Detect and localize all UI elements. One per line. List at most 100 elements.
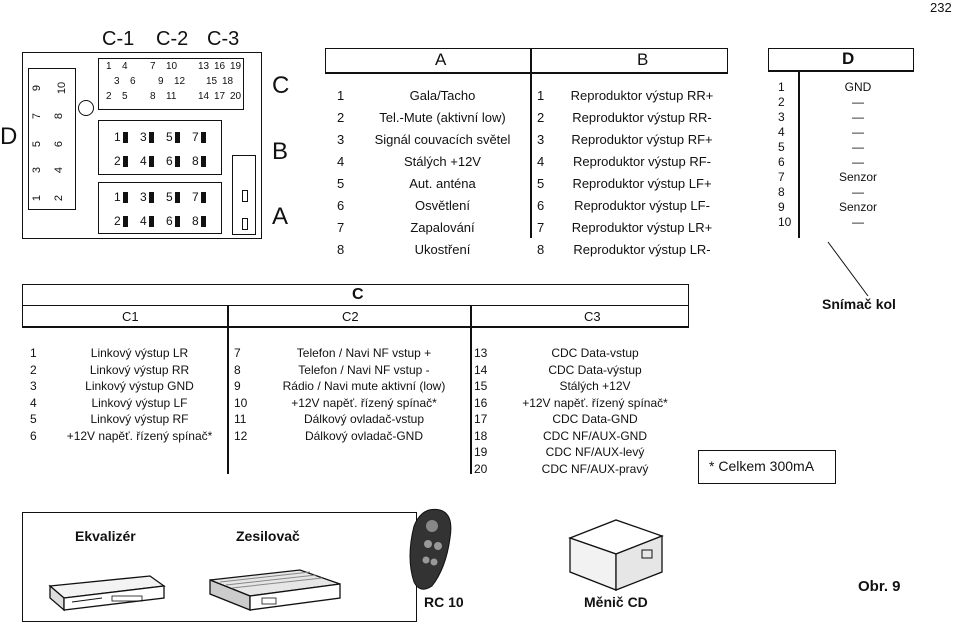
row-number-d: 4 [778, 125, 785, 139]
pin-number: 4 [53, 166, 66, 174]
figure-label: Obr. 9 [858, 578, 901, 595]
cell-c1: Linkový výstup LR [90, 346, 189, 360]
row-number-c2: 11 [234, 412, 247, 426]
row-number-b: 7 [537, 220, 545, 235]
cell-d: — [852, 110, 864, 124]
row-number-a: 1 [337, 88, 345, 103]
row-number-b: 3 [537, 132, 545, 147]
pin-number: 4 [122, 61, 128, 72]
pin-contact [123, 192, 128, 203]
rc10-label: RC 10 [424, 594, 464, 610]
pin-number: 1 [106, 61, 112, 72]
label-c3: C-3 [207, 28, 240, 50]
pin-number: 5 [31, 140, 44, 148]
label-c2: C-2 [156, 28, 189, 50]
equalizer-image [48, 575, 166, 612]
sub-header-c1: C1 [122, 309, 139, 324]
pin-number: 1 [31, 194, 44, 202]
row-number-c1: 1 [30, 346, 37, 360]
cell-a: Gala/Tacho [409, 88, 476, 103]
zesilovac-label: Zesilovač [236, 528, 300, 544]
pin-number: 19 [230, 61, 242, 72]
cell-b: Reproduktor výstup LF+ [572, 176, 712, 191]
pin-number: 10 [56, 81, 69, 95]
row-number-d: 8 [778, 185, 785, 199]
pin-number: 6 [166, 214, 173, 228]
row-number-c3: 15 [474, 379, 488, 393]
pin-number: 13 [198, 61, 210, 72]
pin-number: 6 [130, 76, 136, 87]
row-number-b: 4 [537, 154, 545, 169]
cell-a: Signál couvacích světel [374, 132, 511, 147]
pin-number: 8 [192, 154, 199, 168]
cell-c3: CDC NF/AUX-GND [543, 428, 647, 443]
row-number-d: 6 [778, 155, 785, 169]
cell-c1: Linkový výstup RR [89, 362, 190, 377]
celkem-box [698, 450, 836, 484]
pin-contact [149, 132, 154, 143]
pin-number: 7 [192, 130, 199, 144]
pin-contact [149, 156, 154, 167]
row-number-d: 5 [778, 140, 785, 154]
row-number-c3: 14 [474, 362, 488, 377]
cell-c2: Telefon / Navi NF vstup - [298, 362, 430, 377]
pin-contact [123, 132, 128, 143]
pin-number: 6 [166, 154, 173, 168]
cell-a: Aut. anténa [409, 176, 476, 191]
row-number-c3: 20 [474, 461, 488, 476]
cell-d: — [852, 155, 864, 169]
pin-contact [149, 192, 154, 203]
page-number: 232 [930, 0, 952, 15]
row-number-c3: 16 [474, 395, 488, 410]
pin-number: 8 [150, 91, 156, 102]
cell-a: Stálých +12V [404, 154, 481, 169]
cell-b: Reproduktor výstup LR+ [571, 220, 713, 235]
pin-number: 15 [206, 76, 218, 87]
label-b: B [272, 138, 289, 165]
pin-contact [123, 216, 128, 227]
cell-c1: Linkový výstup GND [85, 379, 194, 393]
row-number-d: 10 [778, 215, 792, 229]
cell-c3: +12V napěť. řízený spínač* [522, 395, 668, 410]
row-number-a: 3 [337, 132, 345, 147]
pin-contact [175, 216, 180, 227]
pin-number: 5 [166, 130, 173, 144]
cell-a: Tel.-Mute (aktivní low) [379, 110, 506, 125]
sub-header-c2: C2 [342, 309, 359, 324]
pin-number: 2 [114, 154, 121, 168]
table-d-divider [798, 70, 800, 238]
table-d-header [768, 48, 914, 72]
amplifier-image [209, 569, 341, 611]
pin-number: 3 [140, 130, 147, 144]
row-number-c2: 12 [234, 428, 248, 443]
table-c-rule [22, 326, 689, 328]
table-ab-divider [530, 48, 532, 238]
cell-c3: Stálých +12V [559, 379, 631, 393]
table-c-title: C [352, 286, 364, 303]
cell-b: Reproduktor výstup RR- [572, 110, 712, 125]
row-number-a: 2 [337, 110, 345, 125]
table-ab-header [325, 48, 728, 72]
row-number-c3: 17 [474, 412, 488, 426]
pin-number: 1 [114, 190, 121, 204]
row-number-a: 8 [337, 242, 345, 257]
pin-number: 10 [166, 61, 178, 72]
pin-contact [175, 132, 180, 143]
pin-number: 8 [192, 214, 199, 228]
pin-number: 2 [53, 194, 66, 202]
table-c-divider-2 [470, 306, 472, 474]
pin-number: 9 [31, 84, 44, 92]
label-a: A [272, 203, 289, 230]
pin-number: 16 [214, 61, 226, 72]
row-number-c2: 10 [234, 395, 248, 410]
celkem-note: * Celkem 300mA [709, 458, 815, 474]
cell-b: Reproduktor výstup RF- [573, 154, 711, 169]
block-a [98, 182, 222, 234]
table-c-divider-1 [227, 306, 229, 474]
row-number-d: 1 [778, 80, 785, 94]
table-d-title: D [842, 49, 855, 68]
row-number-d: 9 [778, 200, 785, 214]
row-number-c1: 4 [30, 395, 37, 410]
cell-d: — [852, 95, 864, 109]
